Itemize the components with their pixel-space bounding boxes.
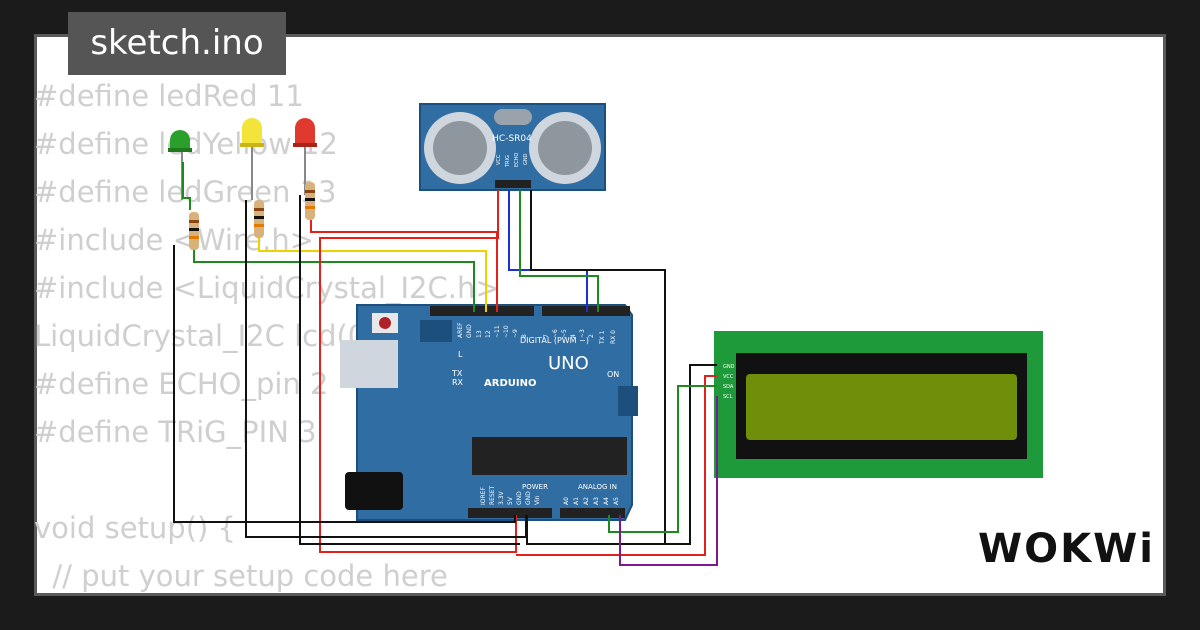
arduino-uno[interactable]: DIGITAL (PWM ~) UNO ARDUINO ON L TX RX P…: [340, 304, 638, 521]
code-line: // put your setup code here: [34, 559, 448, 593]
digital-label: DIGITAL (PWM ~): [520, 336, 589, 345]
wire-green: [193, 250, 475, 312]
pin-label: TX 1: [599, 330, 606, 345]
tx-label: TX: [451, 369, 463, 378]
pin-label: 3.3V: [498, 490, 505, 505]
wire-red: [310, 220, 498, 312]
lcd-pin-label: GND: [723, 364, 735, 370]
lcd-pin-label: VCC: [723, 374, 734, 380]
pin-label: GND: [516, 491, 523, 505]
sensor-pin-label: ECHO: [514, 153, 520, 167]
pin-label: A1: [573, 497, 580, 505]
arduino-brand: ARDUINO: [484, 378, 536, 389]
led-green[interactable]: [168, 130, 192, 200]
wire-black: [299, 195, 520, 545]
ultrasonic-sensor[interactable]: HC-SR04 VCC TRIG ECHO GND: [419, 103, 606, 191]
l-label: L: [458, 350, 463, 359]
wire-black: [245, 200, 527, 538]
pin-label: ~6: [552, 329, 559, 338]
pin-label: ~9: [512, 329, 519, 338]
pin-label: IOREF: [480, 487, 487, 505]
pin-label: A2: [583, 497, 590, 505]
wires: [173, 162, 718, 566]
pin-label: Vin: [534, 495, 541, 505]
analog-label: ANALOG IN: [578, 483, 617, 491]
wire-green: [519, 190, 599, 312]
wire-yellow: [258, 238, 487, 312]
sensor-pin-label: TRIG: [505, 155, 511, 168]
wire-green: [182, 162, 191, 210]
pin-label: RESET: [489, 485, 496, 505]
power-label: POWER: [522, 483, 548, 491]
wire-red: [319, 190, 517, 553]
pin-label: 4: [570, 334, 577, 338]
code-line: #define ECHO_pin 2: [34, 367, 329, 401]
pin-label: 7: [543, 334, 550, 338]
pin-label: 12: [485, 330, 492, 338]
wire-black: [173, 245, 516, 523]
wire-purple: [619, 396, 718, 566]
sensor-label: HC-SR04: [492, 134, 532, 144]
resistor[interactable]: [305, 182, 315, 220]
pin-label: ~10: [503, 325, 510, 338]
pin-label: 2: [588, 334, 595, 338]
on-label: ON: [607, 370, 619, 379]
code-line: #include <LiquidCrystal_I2C.h>: [34, 271, 500, 305]
code-line: #define TRiG_PIN 3: [34, 415, 317, 449]
wire-red: [516, 375, 717, 556]
pin-label: A5: [613, 497, 620, 505]
lcd-display[interactable]: GND VCC SDA SCL: [714, 331, 1043, 478]
pin-label: AREF: [457, 322, 464, 338]
pin-label: GND: [466, 324, 473, 338]
wire-black: [665, 364, 717, 545]
code-line: #define ledRed 11: [34, 79, 304, 113]
pin-label: A4: [603, 497, 610, 505]
sensor-pin-label: GND: [523, 153, 529, 165]
pin-label: 8: [521, 334, 528, 338]
uno-label: UNO: [548, 353, 589, 374]
code-background: #define ledRed 11 #define ledYellow 12 #…: [34, 72, 534, 600]
lcd-pin-label: SDA: [723, 384, 734, 390]
lcd-pin-label: SCL: [723, 394, 733, 400]
pin-label: A3: [593, 497, 600, 505]
pin-label: 13: [476, 330, 483, 338]
pin-label: ~5: [561, 329, 568, 338]
code-line: void setup() {: [34, 511, 236, 545]
pin-label: 5V: [507, 496, 514, 505]
resistor[interactable]: [189, 212, 199, 250]
wire-green: [608, 385, 717, 533]
pin-label: ~11: [494, 325, 501, 338]
pin-label: RX 0: [610, 330, 617, 344]
wokwi-logo: WOKWi: [978, 526, 1155, 572]
wire-black: [526, 190, 666, 545]
pin-label: ~3: [579, 329, 586, 338]
sensor-pin-label: VCC: [496, 154, 502, 165]
resistor[interactable]: [254, 200, 264, 238]
rx-label: RX: [452, 378, 464, 387]
led-yellow[interactable]: [240, 118, 264, 200]
pin-label: A0: [563, 497, 570, 505]
page-title: sketch.ino: [68, 12, 286, 75]
pin-label: GND: [525, 491, 532, 505]
